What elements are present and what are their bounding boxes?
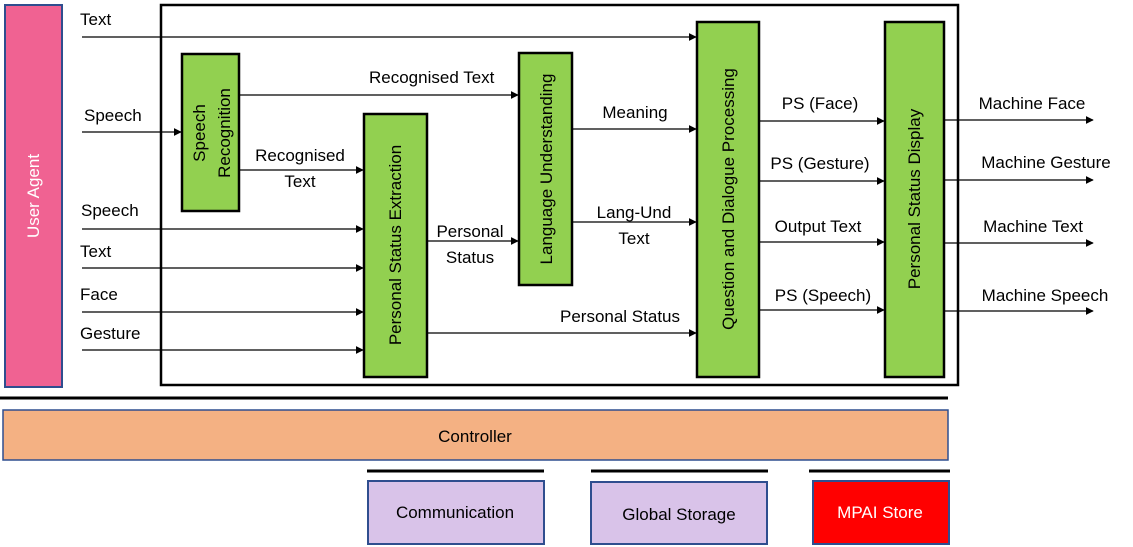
mpai-store-label: MPAI Store bbox=[837, 503, 923, 522]
personal-status-display-label: Personal Status Display bbox=[905, 108, 924, 289]
personal-status-bottom-label: Personal Status bbox=[560, 307, 680, 326]
language-understanding-label: Language Understanding bbox=[537, 74, 556, 265]
personal-status-mid-label-2: Status bbox=[446, 248, 494, 267]
speech-recognition-label-1: Speech bbox=[190, 104, 209, 162]
text-input-label: Text bbox=[80, 10, 111, 29]
user-agent-box: User Agent bbox=[4, 4, 63, 388]
gesture-input-label: Gesture bbox=[80, 324, 140, 343]
global-storage-label: Global Storage bbox=[622, 505, 735, 524]
output-text-label: Output Text bbox=[775, 217, 862, 236]
personal-status-mid-label-1: Personal bbox=[436, 222, 503, 241]
ps-face-label: PS (Face) bbox=[782, 94, 859, 113]
user-agent-label: User Agent bbox=[24, 154, 43, 238]
machine-speech-label: Machine Speech bbox=[982, 286, 1109, 305]
meaning-label: Meaning bbox=[602, 103, 667, 122]
text-to-pse-label: Text bbox=[80, 242, 111, 261]
personal-status-extraction-label: Personal Status Extraction bbox=[386, 145, 405, 345]
global-storage-box: Global Storage bbox=[590, 481, 768, 545]
personal-status-extraction-box: Personal Status Extraction bbox=[362, 112, 429, 379]
recognised-text-label-1: Recognised bbox=[255, 146, 345, 165]
face-input-label: Face bbox=[80, 285, 118, 304]
controller-label: Controller bbox=[438, 427, 512, 446]
ps-speech-label: PS (Speech) bbox=[775, 286, 871, 305]
speech-recognition-label-2: Recognition bbox=[215, 88, 234, 178]
recognised-text-label-2: Text bbox=[284, 172, 315, 191]
personal-status-display-box: Personal Status Display bbox=[883, 20, 946, 379]
communication-box: Communication bbox=[367, 480, 545, 545]
question-dialogue-processing-label: Question and Dialogue Processing bbox=[719, 68, 738, 330]
lang-und-text-label-1: Lang-Und bbox=[597, 203, 672, 222]
recognised-text-top-label: Recognised Text bbox=[369, 68, 495, 87]
controller-bar: Controller bbox=[2, 409, 949, 461]
communication-label: Communication bbox=[396, 503, 514, 522]
machine-text-label: Machine Text bbox=[983, 217, 1083, 236]
speech-recognition-box: Speech Recognition bbox=[180, 52, 241, 213]
ps-gesture-label: PS (Gesture) bbox=[770, 154, 869, 173]
lang-und-text-label-2: Text bbox=[618, 229, 649, 248]
framework-boundary bbox=[159, 3, 960, 387]
mpai-store-box: MPAI Store bbox=[812, 480, 950, 545]
speech-to-sr-label: Speech bbox=[84, 106, 142, 125]
question-dialogue-processing-box: Question and Dialogue Processing bbox=[695, 20, 761, 379]
machine-gesture-label: Machine Gesture bbox=[981, 153, 1110, 172]
speech-input-label: Speech bbox=[81, 201, 139, 220]
machine-face-label: Machine Face bbox=[979, 94, 1086, 113]
language-understanding-box: Language Understanding bbox=[517, 51, 574, 287]
